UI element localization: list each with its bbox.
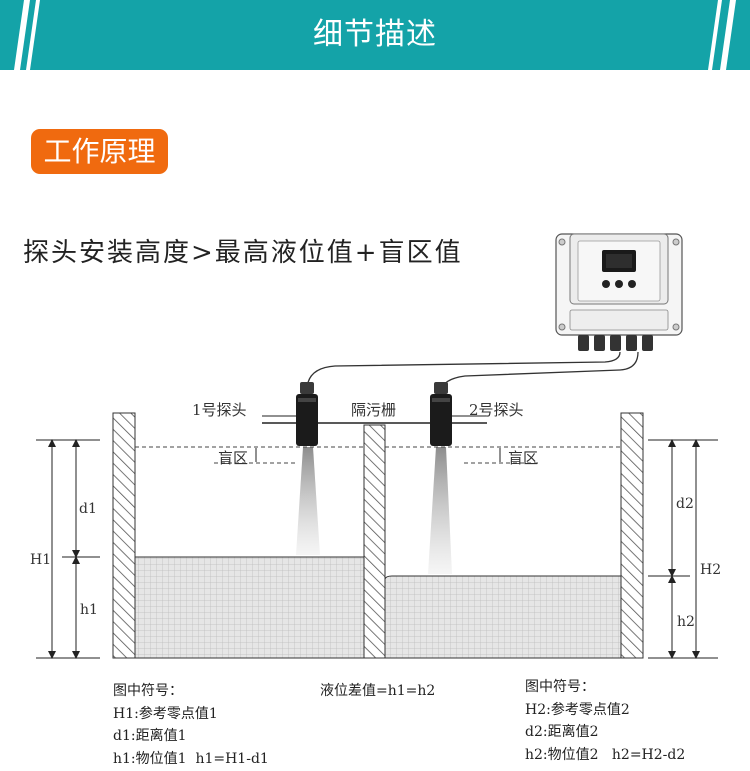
banner-title: 细节描述	[313, 17, 437, 52]
transmitter-button-right	[628, 280, 636, 288]
section-badge: 工作原理	[31, 129, 168, 174]
h2-label: h2	[677, 614, 695, 630]
legend-right-line-3: h2:物位值2 h2=H2-d2	[525, 746, 686, 763]
H1-label: H1	[30, 552, 51, 568]
left-tank-wall	[112, 412, 136, 659]
probe1-cable	[306, 351, 621, 393]
legend-right-line-2: d2:距离值2	[525, 724, 599, 740]
legend-left-line-3: h1:物位值1 h1=H1-d1	[113, 750, 269, 767]
legend-right-title: 图中符号：	[525, 679, 595, 695]
probe2-cable	[440, 351, 639, 393]
H2-label: H2	[700, 562, 721, 578]
right-tank-wall	[620, 412, 644, 659]
legend-left-line-2: d1:距离值1	[113, 728, 187, 744]
liquid-level-difference: 液位差值=h1=h2	[320, 683, 436, 699]
d2-label: d2	[676, 496, 694, 512]
probe1-ultrasonic-beam	[296, 447, 320, 555]
baffle-label: 隔污栅	[351, 401, 396, 419]
left-blind-zone-label: 盲区	[218, 449, 248, 467]
banner-left-stripes	[14, 0, 40, 70]
legend-right: 图中符号： H2:参考零点值2 d2:距离值2 h2:物位值2 h2=H2-d2	[525, 676, 685, 766]
transmitter-button-middle	[615, 280, 623, 288]
legend-left-line-1: H1:参考零点值1	[113, 705, 218, 722]
probe2-ultrasonic-beam	[428, 447, 452, 574]
right-blind-zone-label: 盲区	[508, 449, 538, 467]
d1-label: d1	[79, 501, 97, 517]
legend-middle: 液位差值=h1=h2	[320, 680, 435, 703]
probe2-label: 2号探头	[469, 401, 524, 419]
right-tank-liquid	[384, 575, 622, 659]
left-tank-liquid	[134, 556, 365, 659]
baffle-wall	[363, 424, 386, 659]
legend-left: 图中符号： H1:参考零点值1 d1:距离值1 h1:物位值1 h1=H1-d1	[113, 680, 269, 770]
probe1-label: 1号探头	[192, 401, 247, 419]
banner-right-stripes	[708, 0, 736, 70]
title-banner	[0, 0, 750, 70]
legend-left-title: 图中符号：	[113, 683, 183, 699]
banner-background	[0, 0, 750, 70]
h1-label: h1	[80, 602, 98, 618]
legend-right-line-1: H2:参考零点值2	[525, 701, 630, 718]
transmitter-enclosure	[555, 233, 683, 351]
installation-rule-headline: 探头安装高度>最高液位值+盲区值	[23, 238, 463, 268]
probe2-sensor	[430, 382, 452, 446]
transmitter-button-left	[602, 280, 610, 288]
probe1-sensor	[296, 382, 318, 446]
